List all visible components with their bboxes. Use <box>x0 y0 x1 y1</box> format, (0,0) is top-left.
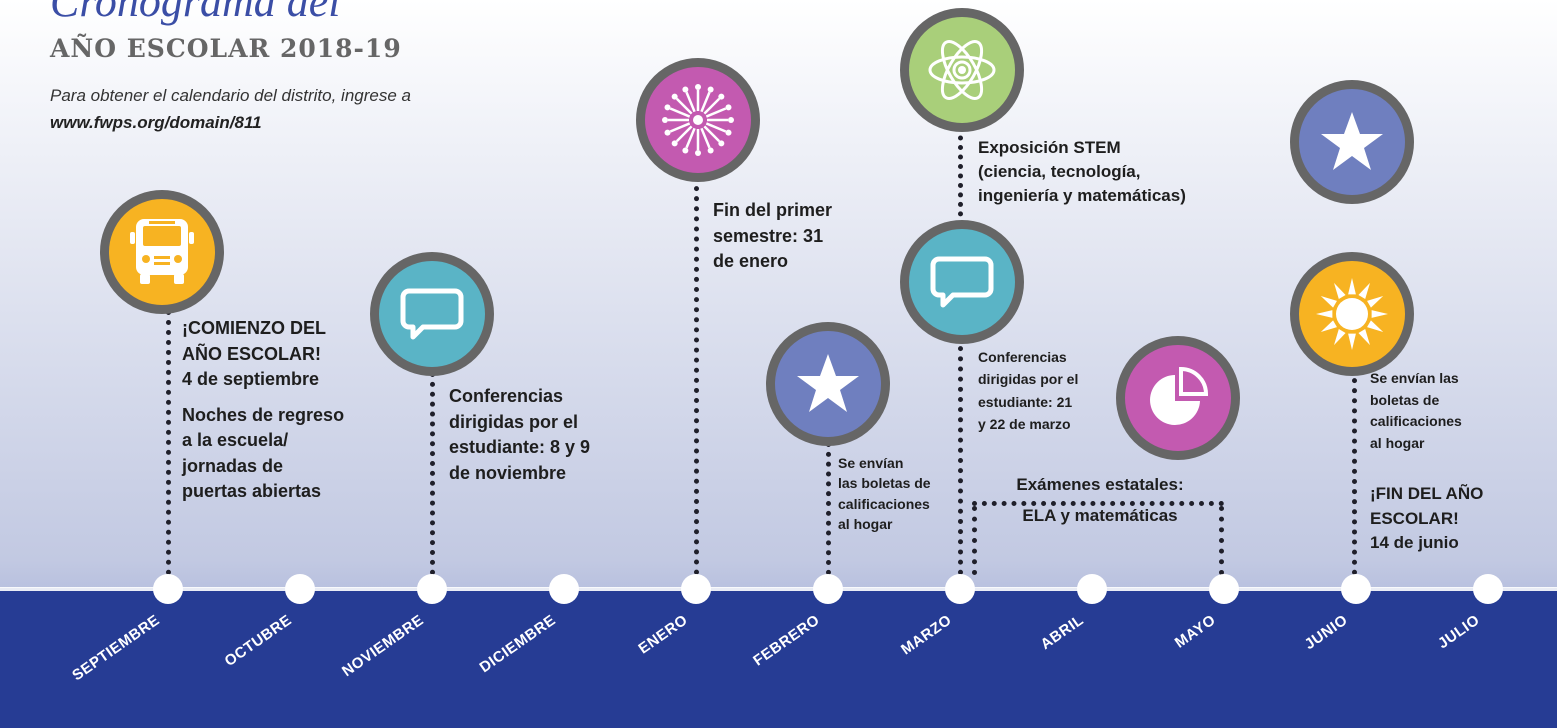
event-line: ¡FIN DEL AÑO <box>1370 484 1484 503</box>
speech-bubble-icon <box>370 252 494 376</box>
month-dot-enero <box>681 574 711 604</box>
event-marzo-conf: Conferencias dirigidas por el estudiante… <box>978 346 1078 436</box>
event-marzo-stem: Exposición STEM (ciencia, tecnología, in… <box>978 136 1186 208</box>
month-dot-marzo <box>945 574 975 604</box>
month-dot-febrero <box>813 574 843 604</box>
snowflake-icon <box>636 58 760 182</box>
calendar-link[interactable]: www.fwps.org/domain/811 <box>50 113 262 132</box>
star-icon <box>766 322 890 446</box>
page-title: Cronograma del <box>50 0 341 26</box>
sun-icon <box>1290 252 1414 376</box>
event-line: ESCOLAR! <box>1370 508 1459 528</box>
event-line: semestre: 31 <box>713 225 824 246</box>
event-line: al hogar <box>1370 435 1425 452</box>
month-dot-junio <box>1341 574 1371 604</box>
event-line: a la escuela/ <box>182 430 289 451</box>
pie-chart-icon <box>1116 336 1240 460</box>
event-junio-end: ¡FIN DEL AÑO ESCOLAR! 14 de junio <box>1370 482 1483 556</box>
speech-bubble-icon <box>900 220 1024 344</box>
event-line: Noches de regreso <box>182 404 345 425</box>
event-line: y 22 de marzo <box>978 416 1071 433</box>
event-febrero: Se envían las boletas de calificaciones … <box>838 453 931 534</box>
event-line: dirigidas por el <box>978 371 1079 388</box>
event-septiembre: ¡COMIENZO DEL AÑO ESCOLAR! 4 de septiemb… <box>182 316 344 505</box>
event-line: las boletas de <box>838 475 931 492</box>
page-subtitle: AÑO ESCOLAR 2018-19 <box>50 34 402 63</box>
connector-enero <box>694 176 699 575</box>
event-line: ingeniería y matemáticas) <box>978 186 1186 206</box>
event-line: Exámenes estatales: <box>1016 475 1184 494</box>
event-line: de noviembre <box>449 462 567 483</box>
event-line: dirigidas por el <box>449 411 579 432</box>
event-line: (ciencia, tecnología, <box>978 162 1141 182</box>
connector-noviembre <box>430 372 435 575</box>
event-noviembre: Conferencias dirigidas por el estudiante… <box>449 384 590 486</box>
intro-text: Para obtener el calendario del distrito,… <box>50 86 411 105</box>
month-dot-julio <box>1473 574 1503 604</box>
event-line: jornadas de <box>182 455 284 476</box>
event-line: al hogar <box>838 515 893 532</box>
atom-icon <box>900 8 1024 132</box>
month-dot-noviembre <box>417 574 447 604</box>
event-line: boletas de <box>1370 391 1440 408</box>
event-junio: Se envían las boletas de calificaciones … <box>1370 368 1462 455</box>
event-line: 14 de junio <box>1370 533 1459 553</box>
month-dot-octubre <box>285 574 315 604</box>
event-examenes: Exámenes estatales: ELA y matemáticas <box>980 474 1220 528</box>
connector-junio <box>1352 368 1357 575</box>
connector-marzo-conf <box>958 336 963 575</box>
month-dot-mayo <box>1209 574 1239 604</box>
event-line: de enero <box>713 251 789 272</box>
event-line: AÑO ESCOLAR! <box>182 343 321 364</box>
connector-marzo-stem <box>958 126 963 226</box>
event-line: 4 de septiembre <box>182 369 320 390</box>
event-line: Conferencias <box>978 349 1067 365</box>
month-dot-septiembre <box>153 574 183 604</box>
event-line: ELA y matemáticas <box>1022 505 1178 525</box>
connector-febrero <box>826 442 831 575</box>
connector-septiembre <box>166 300 171 575</box>
event-line: estudiante: 8 y 9 <box>449 437 591 458</box>
star-icon <box>1290 80 1414 204</box>
timeline-line <box>0 587 1557 591</box>
event-line: ¡COMIENZO DEL <box>182 318 326 338</box>
event-line: calificaciones <box>838 495 930 512</box>
month-band <box>0 588 1557 728</box>
event-line: Exposición STEM <box>978 138 1121 157</box>
connector-mayo-end <box>1219 506 1224 575</box>
event-line: puertas abiertas <box>182 481 322 502</box>
event-line: calificaciones <box>1370 413 1462 430</box>
month-dot-diciembre <box>549 574 579 604</box>
school-bus-icon <box>100 190 224 314</box>
month-dot-abril <box>1077 574 1107 604</box>
connector-examenes <box>972 501 1224 506</box>
event-line: Conferencias <box>449 386 564 406</box>
event-line: estudiante: 21 <box>978 393 1073 410</box>
event-line: Fin del primer <box>713 200 833 220</box>
event-line: Se envían <box>838 455 904 471</box>
event-enero: Fin del primer semestre: 31 de enero <box>713 198 832 275</box>
connector-abril-start <box>972 506 977 575</box>
event-line: Se envían las <box>1370 370 1459 386</box>
